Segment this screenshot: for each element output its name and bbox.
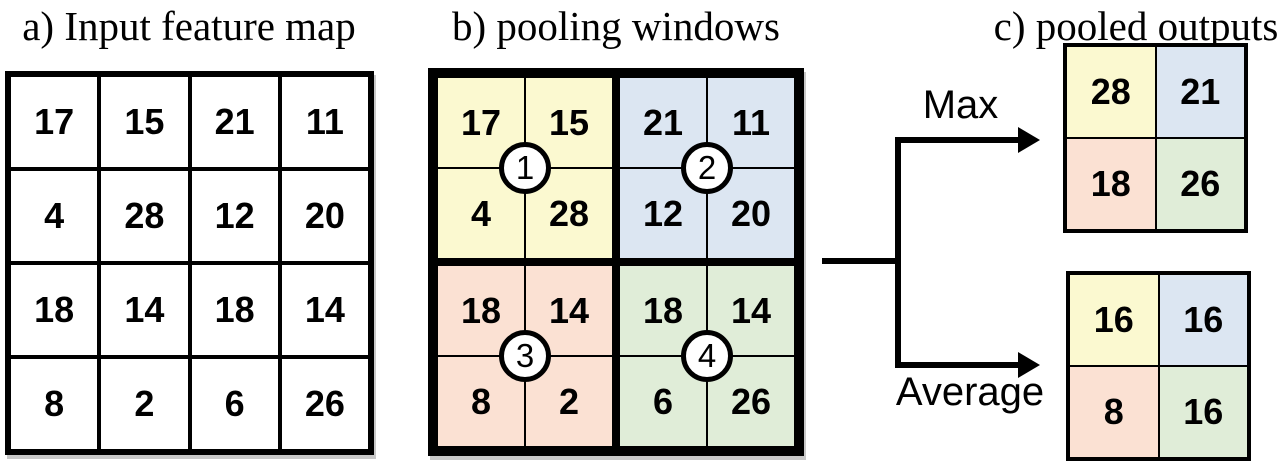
input-cell-r3c0: 8: [9, 357, 100, 451]
max-label: Max: [922, 83, 999, 127]
max-output-cell: 28: [1066, 46, 1156, 138]
panel-a-title: a) Input feature map: [22, 3, 356, 49]
input-cell-r3c2: 6: [189, 357, 280, 451]
connector-branch-line: [895, 137, 901, 368]
window1-cell: 17: [437, 77, 525, 168]
input-cell-r1c2: 12: [189, 169, 280, 263]
average-arrowhead-icon: [1018, 352, 1040, 378]
window-2-marker: 2: [681, 142, 733, 194]
average-label: Average: [895, 370, 1045, 414]
input-cell-r0c0: 17: [9, 75, 100, 169]
input-feature-map-grid: 17 15 21 11 4 28 12 20 18 14 18 14 8 2 6…: [5, 71, 374, 455]
panel-c-title: c) pooled outputs: [993, 3, 1279, 49]
average-arrow-line: [895, 362, 1019, 368]
connector-stub-line: [822, 258, 899, 264]
input-cell-r2c1: 14: [99, 263, 190, 357]
window4-cell: 14: [707, 265, 795, 356]
window-3-marker: 3: [499, 330, 551, 382]
window1-cell: 4: [437, 168, 525, 259]
max-output-cell: 26: [1155, 138, 1245, 230]
window3-cell: 14: [525, 265, 613, 356]
window2-cell: 11: [707, 77, 795, 168]
window-1-marker: 1: [499, 142, 551, 194]
input-cell-r0c3: 11: [279, 75, 370, 169]
panel-b-title: b) pooling windows: [452, 3, 780, 49]
input-cell-r2c0: 18: [9, 263, 100, 357]
window3-cell: 2: [525, 356, 613, 447]
input-cell-r3c3: 26: [279, 357, 370, 451]
input-cell-r2c2: 18: [189, 263, 280, 357]
pooling-windows-grid: 17 15 4 28 1 21 11 12 20 2 18 14 8 2 3 1…: [428, 68, 804, 456]
average-output-cell: 16: [1158, 366, 1248, 458]
input-cell-r0c2: 21: [189, 75, 280, 169]
max-arrowhead-icon: [1018, 127, 1040, 153]
input-cell-r3c1: 2: [99, 357, 190, 451]
max-output-cell: 21: [1155, 46, 1245, 138]
window4-cell: 26: [707, 356, 795, 447]
window3-cell: 18: [437, 265, 525, 356]
pooling-window-4: 18 14 6 26 4: [616, 262, 798, 450]
window-4-marker: 4: [681, 330, 733, 382]
input-cell-r0c1: 15: [99, 75, 190, 169]
window1-cell: 28: [525, 168, 613, 259]
max-output-cell: 18: [1066, 138, 1156, 230]
average-output-cell: 8: [1069, 366, 1159, 458]
average-output-cell: 16: [1158, 274, 1248, 366]
window2-cell: 21: [619, 77, 707, 168]
max-pooled-output-grid: 28 21 18 26: [1063, 43, 1248, 233]
window1-cell: 15: [525, 77, 613, 168]
window2-cell: 20: [707, 168, 795, 259]
window2-cell: 12: [619, 168, 707, 259]
input-cell-r1c0: 4: [9, 169, 100, 263]
window3-cell: 8: [437, 356, 525, 447]
average-output-cell: 16: [1069, 274, 1159, 366]
average-pooled-output-grid: 16 16 8 16: [1066, 271, 1251, 461]
window4-cell: 18: [619, 265, 707, 356]
input-cell-r1c3: 20: [279, 169, 370, 263]
pooling-window-2: 21 11 12 20 2: [616, 74, 798, 262]
max-arrow-line: [895, 137, 1019, 143]
input-cell-r1c1: 28: [99, 169, 190, 263]
pooling-window-1: 17 15 4 28 1: [434, 74, 616, 262]
pooling-window-3: 18 14 8 2 3: [434, 262, 616, 450]
window4-cell: 6: [619, 356, 707, 447]
input-cell-r2c3: 14: [279, 263, 370, 357]
